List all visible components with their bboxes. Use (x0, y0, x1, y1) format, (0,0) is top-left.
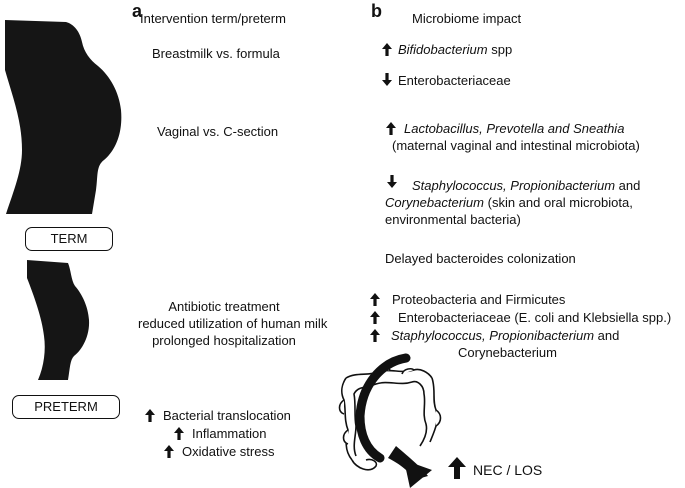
enterobacteriaceae-row: Enterobacteriaceae (398, 73, 511, 88)
vaginal-taxa: Lactobacillus, Prevotella and Sneathia (404, 121, 625, 136)
preterm-factors: Antibiotic treatment reduced utilization… (138, 298, 328, 349)
preterm-taxa-enterobacteriaceae: Enterobacteriaceae (E. coli and Klebsiel… (398, 310, 672, 325)
outcome-translocation: Bacterial translocation (163, 408, 291, 423)
up-arrow-icon (370, 329, 380, 342)
preterm-box: PRETERM (12, 395, 120, 419)
term-box: TERM (25, 227, 113, 251)
down-arrow-icon (387, 175, 397, 188)
up-arrow-icon (145, 409, 155, 422)
corynebacterium-label: Corynebacterium (385, 195, 484, 210)
csection-taxa-line2: Corynebacterium (skin and oral microbiot… (385, 194, 633, 211)
breastmilk-label: Breastmilk vs. formula (152, 46, 280, 61)
up-arrow-icon (382, 43, 392, 56)
pregnant-silhouette-term (5, 20, 122, 214)
csection-taxa-suffix: and (615, 178, 641, 193)
csection-taxa-note: (skin and oral microbiota, (484, 195, 633, 210)
outcome-inflammation: Inflammation (192, 426, 267, 441)
csection-taxa-line1: Staphylococcus, Propionibacterium and (412, 177, 640, 194)
up-arrow-icon (370, 311, 380, 324)
down-arrow-icon (382, 73, 392, 86)
panel-b-label: b (371, 1, 382, 21)
csection-taxa-italic: Staphylococcus, Propionibacterium (412, 178, 616, 193)
curved-arrow-icon (355, 353, 432, 488)
panel-a-header: Intervention term/preterm (140, 11, 286, 26)
bifidobacterium-row: Bifidobacterium spp (398, 41, 512, 58)
nec-los-outcome: NEC / LOS (473, 462, 543, 478)
up-arrow-icon (174, 427, 184, 440)
panel-b-header: Microbiome impact (412, 11, 522, 26)
preterm-factor-human-milk: reduced utilization of human milk (138, 316, 328, 331)
up-arrow-icon (164, 445, 174, 458)
bifidobacterium-suffix: spp (487, 42, 513, 57)
preterm-factor-hospitalization: prolonged hospitalization (152, 333, 296, 348)
outcome-oxidative-stress: Oxidative stress (182, 444, 275, 459)
vaginal-taxa-note: (maternal vaginal and intestinal microbi… (392, 138, 640, 153)
preterm-corynebacterium: Corynebacterium (458, 345, 557, 360)
csection-taxa-line3: environmental bacteria) (385, 212, 521, 227)
colon-icon (338, 366, 442, 471)
preterm-taxa-staphylococcus: Staphylococcus, Propionibacterium and (391, 327, 619, 344)
preterm-staphylococcus-italic: Staphylococcus, Propionibacterium (391, 328, 595, 343)
preterm-factor-antibiotic: Antibiotic treatment (168, 299, 280, 314)
up-arrow-icon (386, 122, 396, 135)
preterm-staphylococcus-suffix: and (594, 328, 620, 343)
preterm-taxa-proteobacteria: Proteobacteria and Firmicutes (392, 292, 566, 307)
up-arrow-icon (370, 293, 380, 306)
pregnant-silhouette-preterm (27, 260, 90, 380)
delivery-label: Vaginal vs. C-section (157, 124, 279, 139)
bifidobacterium-genus: Bifidobacterium (398, 42, 488, 57)
delayed-bacteroides: Delayed bacteroides colonization (385, 251, 576, 266)
panel-a-label: a (132, 1, 143, 21)
up-arrow-icon (448, 457, 466, 479)
